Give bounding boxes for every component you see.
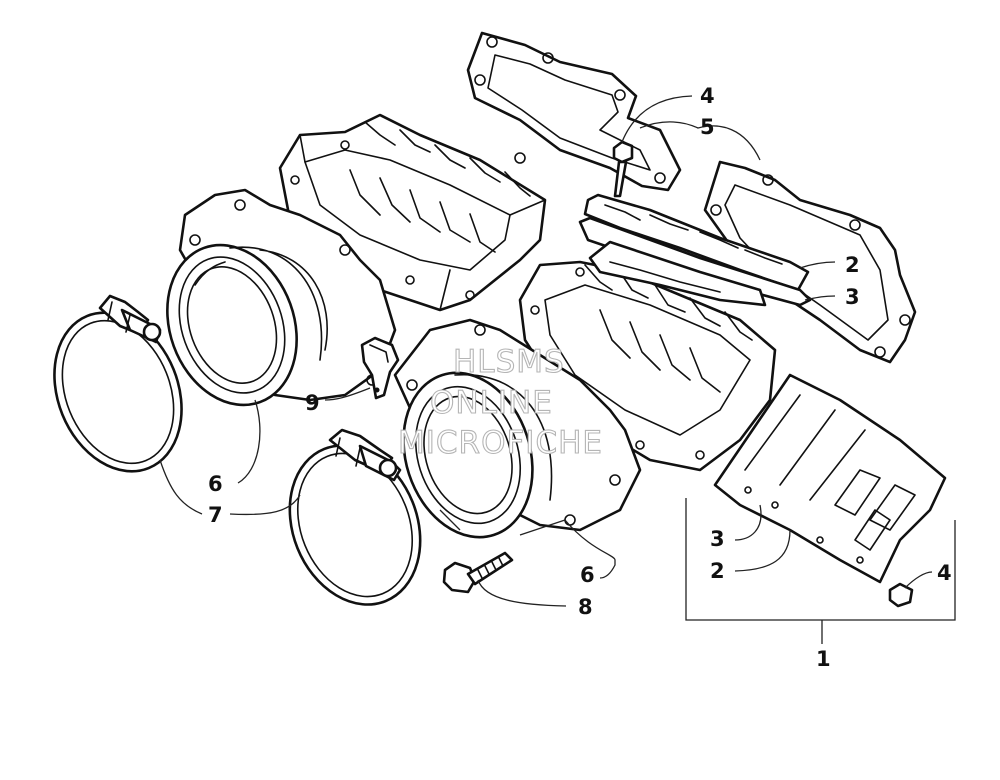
- callout-4-top: 4: [700, 84, 715, 108]
- intake-boot-upper[interactable]: [146, 188, 397, 423]
- callout-9: 9: [305, 391, 320, 415]
- watermark-line1: HLSMS: [453, 344, 565, 380]
- callout-3-bottom: 3: [710, 527, 725, 551]
- callout-6-upper: 6: [208, 472, 223, 496]
- callout-2-top: 2: [845, 253, 860, 277]
- reed-stopper-lower[interactable]: [713, 373, 947, 584]
- reed-stopper-upper[interactable]: [578, 193, 812, 307]
- watermark: HLSMS ONLINE MICROFICHE: [397, 343, 603, 461]
- callout-6-lower: 6: [580, 563, 595, 587]
- callout-8: 8: [578, 595, 593, 619]
- screw-upper[interactable]: [612, 140, 634, 198]
- screw-lower[interactable]: [888, 582, 914, 608]
- callout-2-bottom: 2: [710, 559, 725, 583]
- clamp-lower[interactable]: [267, 426, 443, 625]
- callout-5: 5: [700, 115, 715, 139]
- callouts: 4 5 2 3 9 6 7 3 2 6 4 8 1: [208, 84, 952, 671]
- callout-7: 7: [208, 503, 223, 527]
- bracket[interactable]: [360, 336, 400, 400]
- intake-boot-lower[interactable]: [383, 318, 642, 554]
- bolt[interactable]: [442, 551, 514, 594]
- clamp-upper[interactable]: [32, 293, 205, 490]
- watermark-line3: MICROFICHE: [398, 425, 603, 461]
- watermark-line2: ONLINE: [430, 385, 553, 421]
- callout-1: 1: [816, 647, 831, 671]
- callout-4-bottom: 4: [937, 561, 952, 585]
- callout-3-top: 3: [845, 285, 860, 309]
- gasket-upper[interactable]: [466, 31, 682, 192]
- leader-lines: [159, 95, 956, 644]
